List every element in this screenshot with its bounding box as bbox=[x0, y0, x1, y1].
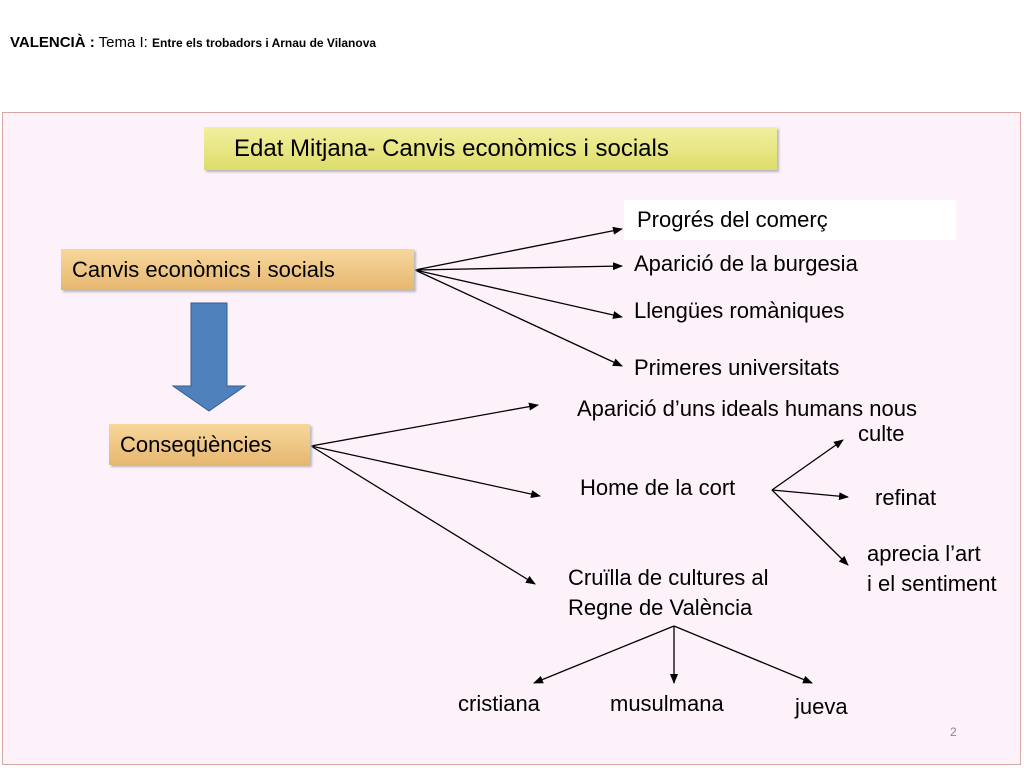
slide-header: VALENCIÀ : Tema I: Entre els trobadors i… bbox=[10, 34, 376, 51]
diagram-title: Edat Mitjana- Canvis econòmics i socials bbox=[204, 127, 777, 170]
header-subject: VALENCIÀ : bbox=[10, 34, 95, 51]
change-item-universitats: Primeres universitats bbox=[634, 355, 840, 380]
trait-culte: culte bbox=[858, 421, 905, 446]
consequence-ideals: Aparició d’uns ideals humans nous bbox=[577, 396, 917, 421]
arrow-to-aprecia bbox=[771, 489, 849, 566]
arrow-to-home-cort bbox=[310, 445, 541, 498]
change-item-burgesia: Aparició de la burgesia bbox=[634, 251, 858, 276]
arrow-to-comerc bbox=[414, 226, 623, 271]
trait-aprecia-line2: i el sentiment bbox=[867, 571, 997, 596]
arrow-to-refinat bbox=[771, 489, 849, 501]
consequencies-box: Conseqüències bbox=[109, 424, 310, 465]
arrow-to-llengues bbox=[414, 269, 623, 319]
culture-musulmana: musulmana bbox=[610, 691, 724, 716]
arrow-to-universitats bbox=[414, 269, 623, 367]
arrow-to-burgesia bbox=[414, 262, 623, 271]
header-topic: Tema I: bbox=[98, 34, 148, 51]
culture-cristiana: cristiana bbox=[458, 691, 540, 716]
consequence-cruilla-line2: Regne de València bbox=[568, 595, 753, 620]
trait-aprecia-line1: aprecia l’art bbox=[867, 541, 981, 566]
consequence-home-cort: Home de la cort bbox=[580, 475, 736, 500]
culture-jueva: jueva bbox=[795, 694, 848, 719]
arrow-to-culte bbox=[771, 439, 844, 491]
header-subtitle: Entre els trobadors i Arnau de Vilanova bbox=[152, 36, 377, 50]
change-item-llengues: Llengües romàniques bbox=[634, 298, 845, 323]
change-item-comerc: Progrés del comerç bbox=[624, 200, 956, 240]
arrow-to-cristiana bbox=[533, 625, 675, 684]
down-arrow-icon bbox=[171, 302, 247, 412]
arrow-to-jueva bbox=[673, 625, 813, 684]
consequence-cruilla-line1: Cruïlla de cultures al bbox=[568, 565, 769, 590]
trait-refinat: refinat bbox=[875, 485, 937, 510]
arrow-to-ideals bbox=[310, 402, 539, 447]
canvis-box: Canvis econòmics i socials bbox=[61, 249, 414, 290]
page-number: 2 bbox=[950, 725, 957, 739]
arrow-to-cruilla bbox=[310, 445, 536, 585]
